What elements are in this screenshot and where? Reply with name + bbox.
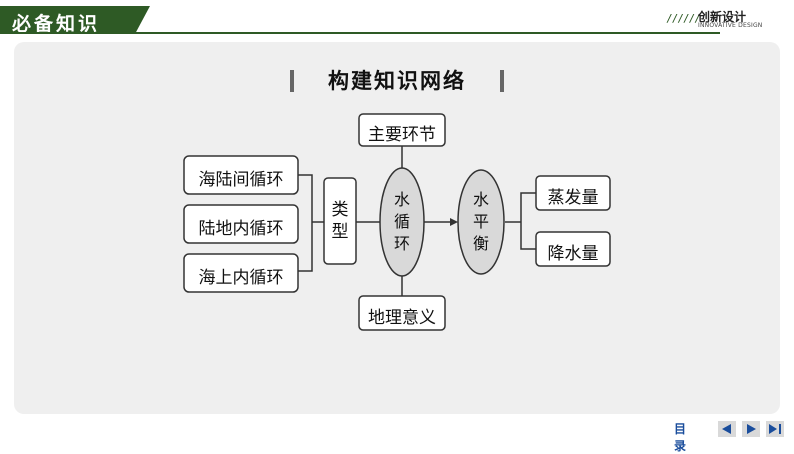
brand-stripes-icon: //////	[666, 12, 701, 25]
header-divider	[0, 32, 720, 34]
water-balance-ellipse	[457, 169, 505, 275]
heading-text: 构建知识网络	[328, 69, 466, 93]
top-node-box	[358, 113, 446, 147]
section-title: 必备知识	[12, 13, 101, 35]
water-balance-label: 水平衡	[472, 190, 489, 253]
water-cycle-label: 水循环	[393, 190, 410, 253]
type-label-1: 海陆间循环	[198, 170, 284, 190]
end-arrow-icon[interactable]	[766, 421, 784, 437]
type-box-2	[183, 204, 299, 244]
bottom-node-label: 地理意义	[368, 308, 436, 328]
bottom-node-box	[358, 295, 446, 331]
output-box-2	[535, 231, 611, 267]
diagram-connectors	[298, 145, 536, 296]
toc-link[interactable]: 目录	[674, 422, 687, 453]
type-label-3: 海上内循环	[198, 268, 284, 288]
heading-bar-right	[500, 70, 504, 92]
outputs-bracket	[520, 192, 536, 250]
prev-arrow-icon[interactable]	[718, 421, 736, 437]
types-bracket	[298, 174, 313, 272]
water-cycle-ellipse	[379, 167, 425, 277]
types-label: 类型	[331, 200, 349, 242]
output-box-1	[535, 175, 611, 211]
brand-logo: ////// 创新设计 INNOVATIVE DESIGN	[666, 8, 766, 34]
heading-bar-left	[290, 70, 294, 92]
brand-name: 创新设计	[698, 10, 747, 24]
section-tab: 必备知识	[0, 6, 150, 34]
type-box-1	[183, 155, 299, 195]
top-node-label: 主要环节	[368, 125, 436, 145]
next-arrow-icon[interactable]	[742, 421, 760, 437]
header-bar: 必备知识 ////// 创新设计 INNOVATIVE DESIGN	[0, 0, 794, 40]
type-box-3	[183, 253, 299, 293]
types-box	[323, 177, 357, 265]
page-heading: 构建知识网络	[290, 66, 504, 96]
brand-subtitle: INNOVATIVE DESIGN	[698, 22, 763, 29]
output-label-2: 降水量	[547, 244, 599, 264]
type-label-2: 陆地内循环	[198, 219, 284, 239]
arrow-head-icon	[450, 218, 458, 226]
output-label-1: 蒸发量	[547, 188, 599, 208]
